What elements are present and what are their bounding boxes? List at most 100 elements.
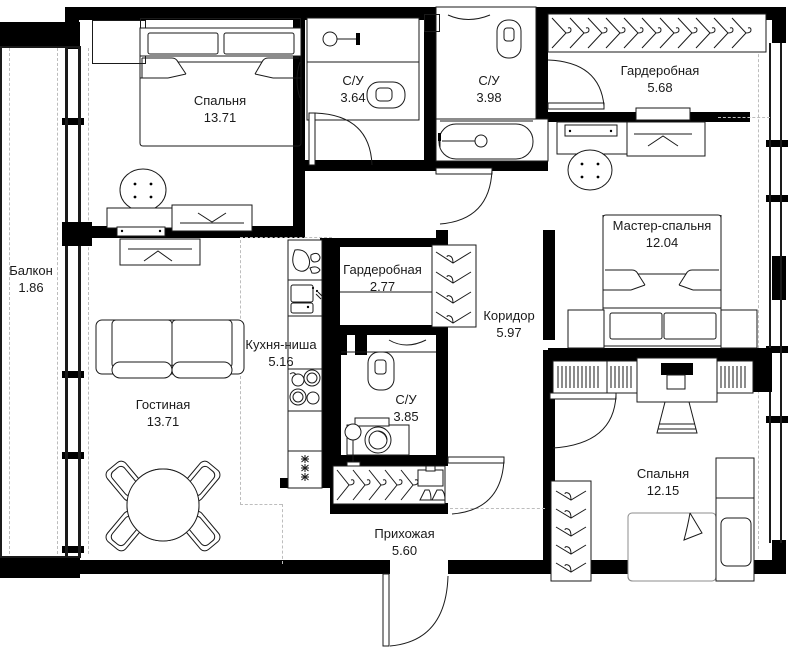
room-name-bath3: С/У — [395, 392, 417, 407]
room-area-wardrobe-small: 2.77 — [369, 279, 396, 294]
room-label-balcony: Балкон 1.86 — [0, 262, 62, 296]
room-area-bath3: 3.85 — [393, 409, 419, 424]
room-name-wardrobe-main: Гардеробная — [620, 63, 700, 78]
wall-bath1-right — [424, 7, 436, 32]
room-area-corridor: 5.97 — [496, 325, 522, 340]
balcony-dash-right — [57, 48, 58, 554]
wall-exterior-right-bot — [772, 540, 786, 574]
room-name-hallway: Прихожая — [374, 526, 435, 541]
room-name-corridor: Коридор — [483, 308, 535, 323]
room-area-kitchen: 5.16 — [268, 354, 294, 369]
wardrobe-small-dash-top — [240, 237, 332, 238]
wall-corridor-right-low — [543, 350, 555, 460]
room-label-kitchen: Кухня-ниша 5.16 — [228, 336, 334, 370]
wall-hall-closet-bottom — [330, 503, 448, 514]
room-label-bath1: С/У 3.64 — [318, 72, 388, 106]
glazing-line-bottom — [0, 556, 80, 558]
wall-exterior-right-m1 — [766, 140, 788, 147]
wall-wardrobe-small-top — [330, 238, 440, 247]
glazing-right-outer — [780, 43, 782, 543]
wall-bath2-right — [536, 7, 548, 117]
room-name-bedroom2: Спальня — [636, 466, 690, 481]
wall-kitchen-right — [320, 238, 330, 488]
wall-balcony-bottom — [0, 558, 80, 578]
room-area-wardrobe-main: 5.68 — [647, 80, 673, 95]
wall-wardrobe-small-left — [330, 238, 340, 333]
glazing-line-outer — [65, 46, 68, 558]
room-name-livingroom: Гостиная — [135, 397, 191, 412]
room-label-bath2: С/У 3.98 — [454, 72, 524, 106]
wall-exterior-left-upper — [65, 7, 79, 49]
wall-wardrobe-small-bottom — [330, 325, 448, 335]
wall-mullion-4 — [62, 452, 84, 459]
room-label-corridor: Коридор 5.97 — [459, 307, 559, 341]
room-label-master-bedroom: Мастер-спальня 12.04 — [595, 217, 729, 251]
room-area-master-bedroom: 12.04 — [645, 235, 679, 250]
room-name-master-bedroom: Мастер-спальня — [612, 218, 712, 233]
wall-bedroom1-right-low — [293, 127, 305, 237]
wall-mullion-5 — [62, 546, 84, 553]
room-label-bath3: С/У 3.85 — [371, 391, 441, 425]
glazing-line-top — [0, 46, 80, 48]
wall-exterior-bottom-left — [65, 560, 390, 574]
wall-mullion-1 — [62, 118, 84, 125]
room-name-bedroom1: Спальня — [193, 93, 247, 108]
room-name-balcony: Балкон — [9, 263, 53, 278]
hall-dash-right — [450, 508, 545, 509]
wall-bath3-left — [330, 343, 341, 463]
room-label-wardrobe-main: Гардеробная 5.68 — [604, 62, 716, 96]
room-name-kitchen: Кухня-ниша — [245, 337, 317, 352]
room-area-livingroom: 13.71 — [146, 414, 180, 429]
room-area-balcony: 1.86 — [18, 280, 44, 295]
room-area-bedroom2: 12.15 — [646, 483, 680, 498]
balcony-dash-left — [9, 48, 10, 554]
room-label-bedroom2: Спальня 12.15 — [613, 465, 713, 499]
glazing-line-inner — [78, 46, 81, 558]
interior-dash-left — [88, 48, 89, 554]
wall-exterior-right-m2 — [766, 195, 788, 202]
wall-bath1-bottom — [293, 160, 436, 171]
bath2-niche-box — [424, 14, 440, 32]
room-label-hallway: Прихожая 5.60 — [352, 525, 457, 559]
room-area-hallway: 5.60 — [391, 543, 418, 558]
glazing-right-inner — [769, 43, 771, 543]
balcony-rail-left — [0, 46, 2, 558]
room-area-bedroom1: 13.71 — [203, 110, 237, 125]
wall-bath2-bottom — [424, 160, 548, 171]
wall-exterior-right-mid — [772, 256, 786, 300]
wall-bath3-top-a — [330, 335, 347, 355]
wall-bath3-right — [436, 425, 448, 465]
interior-dash-right — [758, 24, 759, 549]
room-label-bedroom1: Спальня 13.71 — [150, 92, 290, 126]
room-name-bath2: С/У — [478, 73, 500, 88]
wall-bath3-top-b — [355, 335, 367, 355]
wardrobe-main-dash — [718, 117, 770, 118]
hall-dash-left — [282, 504, 283, 564]
wall-exterior-right-m4 — [766, 416, 788, 423]
wall-mullion-3 — [62, 371, 84, 378]
